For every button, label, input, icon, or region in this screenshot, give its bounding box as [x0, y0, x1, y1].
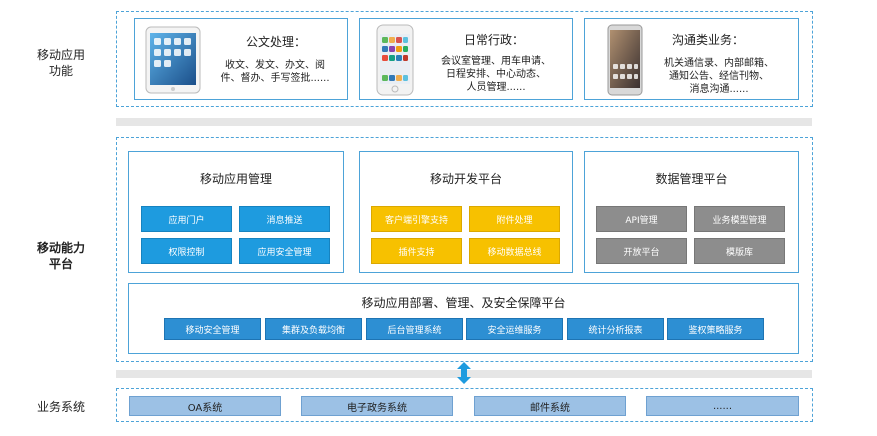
- phone-icon: [376, 24, 414, 100]
- apps-section: [116, 11, 813, 107]
- phablet-icon: [607, 24, 643, 100]
- mobile-security-button[interactable]: 移动安全管理: [164, 318, 261, 340]
- platform-card-app-management: 移动应用管理 应用门户 消息推送 权限控制 应用安全管理: [128, 151, 344, 273]
- backend-admin-button[interactable]: 后台管理系统: [366, 318, 463, 340]
- business-model-button[interactable]: 业务模型管理: [694, 206, 785, 232]
- template-library-button[interactable]: 模版库: [694, 238, 785, 264]
- app-security-button[interactable]: 应用安全管理: [239, 238, 330, 264]
- app-card-document: 公文处理： 收文、发文、办文、阅 件、督办、手写签批......: [134, 18, 348, 100]
- portal-button[interactable]: 应用门户: [141, 206, 232, 232]
- auth-policy-button[interactable]: 鉴权策略服务: [667, 318, 764, 340]
- client-engine-button[interactable]: 客户端引擎支持: [371, 206, 462, 232]
- platform-title: 移动开发平台: [429, 172, 502, 186]
- apps-row-label: 移动应用 功能: [36, 48, 85, 78]
- security-ops-button[interactable]: 安全运维服务: [466, 318, 563, 340]
- oa-system-box[interactable]: OA系统: [129, 396, 281, 416]
- platform-title: 移动应用管理: [199, 172, 272, 186]
- app-desc: 机关通信录、内部邮箱、 通知公告、经信刊物、 消息沟通......: [664, 58, 774, 95]
- app-desc: 会议室管理、用车申请、 日程安排、中心动态、 人员管理......: [441, 56, 551, 93]
- app-card-admin: 日常行政： 会议室管理、用车申请、 日程安排、中心动态、 人员管理......: [359, 18, 573, 100]
- permission-button[interactable]: 权限控制: [141, 238, 232, 264]
- platform-section: [116, 137, 813, 362]
- attachment-button[interactable]: 附件处理: [469, 206, 560, 232]
- data-bus-button[interactable]: 移动数据总线: [469, 238, 560, 264]
- statistics-report-button[interactable]: 统计分析报表: [567, 318, 664, 340]
- push-button[interactable]: 消息推送: [239, 206, 330, 232]
- double-arrow-icon: [456, 362, 472, 388]
- egov-system-box[interactable]: 电子政务系统: [301, 396, 453, 416]
- security-platform-card: 移动应用部署、管理、及安全保障平台 移动安全管理 集群及负载均衡 后台管理系统 …: [128, 283, 799, 354]
- open-platform-button[interactable]: 开放平台: [596, 238, 687, 264]
- plugin-button[interactable]: 插件支持: [371, 238, 462, 264]
- business-row-label: 业务系统: [36, 400, 85, 414]
- app-desc: 收文、发文、办文、阅 件、督办、手写签批......: [220, 60, 330, 84]
- separator-strip: [116, 118, 812, 126]
- api-management-button[interactable]: API管理: [596, 206, 687, 232]
- app-title: 沟通类业务：: [671, 33, 744, 47]
- tablet-icon: [145, 26, 201, 98]
- app-title: 日常行政：: [464, 33, 525, 47]
- more-systems-box[interactable]: ......: [646, 396, 799, 416]
- security-title: 移动应用部署、管理、及安全保障平台: [361, 296, 566, 310]
- cluster-balance-button[interactable]: 集群及负载均衡: [265, 318, 362, 340]
- business-section: [116, 388, 813, 422]
- mail-system-box[interactable]: 邮件系统: [474, 396, 626, 416]
- platform-card-data-management: 数据管理平台 API管理 业务模型管理 开放平台 模版库: [584, 151, 799, 273]
- platform-row-label: 移动能力 平台: [36, 241, 85, 271]
- platform-card-dev-platform: 移动开发平台 客户端引擎支持 附件处理 插件支持 移动数据总线: [359, 151, 573, 273]
- platform-title: 数据管理平台: [655, 172, 728, 186]
- app-card-communication: 沟通类业务： 机关通信录、内部邮箱、 通知公告、经信刊物、 消息沟通......: [584, 18, 799, 100]
- app-title: 公文处理：: [245, 35, 306, 49]
